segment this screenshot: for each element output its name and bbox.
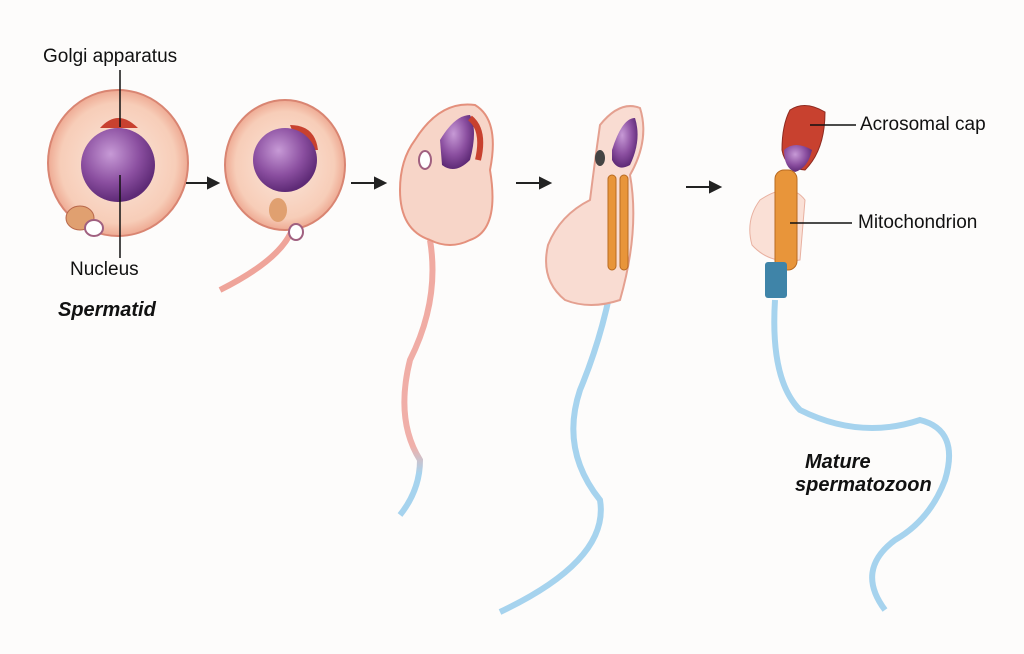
stage-1-spermatid [47,89,189,237]
centriole-ring [288,223,304,241]
arrow-1 [186,176,221,190]
arrow-3 [516,176,553,190]
label-mitochondrion: Mitochondrion [858,212,978,233]
tail [218,228,295,293]
nucleus [440,115,474,169]
progression-arrows [186,176,723,194]
leader-lines [119,70,856,258]
nucleus [253,128,317,192]
stage-4 [498,105,645,615]
stage-2 [218,99,346,293]
mitochondria-left [607,174,617,271]
mitochondria-right [619,174,629,271]
label-nucleus: Nucleus [70,259,139,280]
label-spermatid: Spermatid [58,299,156,321]
arrow-4 [686,180,723,194]
golgi-apparatus [100,118,138,128]
tail [771,299,953,612]
stage-3 [397,103,494,517]
tail [397,239,436,517]
label-golgi-apparatus: Golgi apparatus [43,46,178,67]
label-acrosomal-cap: Acrosomal cap [860,114,986,135]
centriole-ring [418,150,432,170]
centriole [269,198,287,222]
stage-5-mature-spermatozoon [749,105,953,612]
centriole [595,150,605,166]
mitochondria [774,169,798,271]
label-mature-line1: Mature [805,451,871,473]
nucleus [784,145,812,172]
tail-collar [765,262,787,298]
nucleus [81,128,155,202]
nucleus [612,118,638,168]
arrow-2 [351,176,388,190]
tail [498,264,618,615]
centriole-ring [84,219,104,237]
acrosome [467,115,484,161]
label-mature-line2: spermatozoon [795,474,932,496]
